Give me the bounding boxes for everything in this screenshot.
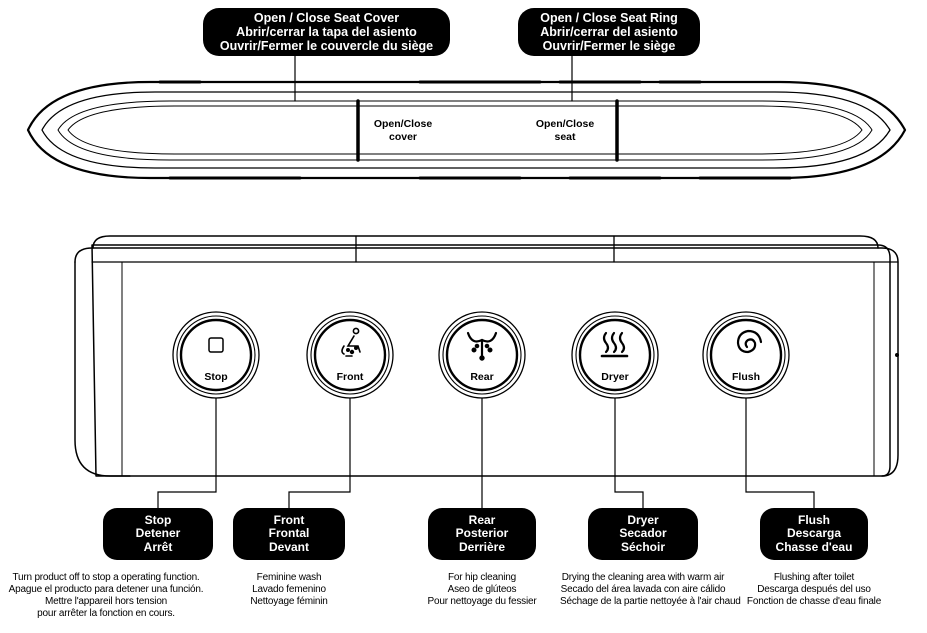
rear-wash-icon [466, 331, 498, 361]
desc-line: Mettre l'appareil hors tension [44, 596, 168, 607]
desc-line: For hip cleaning [448, 572, 516, 583]
title-line: Front [273, 512, 305, 527]
title-line: Detener [135, 526, 181, 541]
rear-button-ring[interactable] [445, 318, 519, 392]
desc-line: Secado del área lavada con aire cálido [560, 584, 726, 595]
title-line: Flush [798, 512, 830, 527]
title-line: Devant [268, 539, 309, 554]
stop-button-ring[interactable] [179, 318, 253, 392]
title-line: Descarga [786, 526, 842, 541]
dryer-button[interactable]: Dryer [601, 371, 629, 383]
callout-seat-ring: Open / Close Seat Ring Abrir/cerrar del … [518, 8, 700, 56]
title-line: Dryer [627, 512, 659, 527]
flush-description: Flushing after toilet Descarga después d… [739, 572, 889, 608]
front-button[interactable]: Front [336, 371, 364, 383]
dryer-title-pill: Dryer Secador Séchoir [588, 508, 698, 560]
flush-title-pill: Flush Descarga Chasse d'eau [760, 508, 868, 560]
cover-label-line: cover [388, 130, 418, 143]
desc-line: Feminine wash [256, 572, 322, 583]
front-wash-icon [341, 327, 361, 357]
desc-line: Séchage de la partie nettoyée à l'air ch… [560, 596, 741, 607]
desc-line: pour arrêter la fonction en cours. [37, 608, 175, 619]
dryer-button-ring[interactable] [578, 318, 652, 392]
desc-line: Lavado femenino [252, 584, 326, 595]
dryer-button-ring [575, 315, 655, 395]
stop-title-pill: Stop Detener Arrêt [103, 508, 213, 560]
flush-button[interactable]: Flush [732, 371, 760, 383]
stop-button[interactable]: Stop [204, 371, 228, 383]
desc-line: Apague el producto para detener una func… [8, 584, 204, 595]
front-description: Feminine wash Lavado femenino Nettoyage … [229, 572, 349, 608]
front-button-ring [306, 311, 394, 399]
callout-seat-ring-line: Open / Close Seat Ring [540, 11, 678, 25]
rear-button-ring [442, 315, 522, 395]
flush-button-ring [706, 315, 786, 395]
dryer-heat-icon [600, 331, 629, 358]
front-button-ring[interactable] [313, 318, 387, 392]
rear-description: For hip cleaning Aseo de glúteos Pour ne… [417, 572, 547, 608]
callout-seat-cover-line: Open / Close Seat Cover [253, 11, 400, 25]
flush-button-ring [702, 311, 790, 399]
front-title-pill: Front Frontal Devant [233, 508, 345, 560]
title-line: Secador [619, 526, 667, 541]
desc-line: Turn product off to stop a operating fun… [12, 572, 200, 583]
title-line: Stop [144, 512, 172, 527]
rear-button[interactable]: Rear [470, 371, 494, 383]
title-line: Arrêt [143, 539, 173, 554]
stop-button-ring [176, 315, 256, 395]
callout-seat-ring-line: Abrir/cerrar del asiento [540, 25, 678, 39]
title-line: Séchoir [620, 539, 665, 554]
rear-title-pill: Rear Posterior Derrière [428, 508, 536, 560]
front-button-ring [310, 315, 390, 395]
title-line: Posterior [455, 526, 509, 541]
dryer-description: Drying the cleaning area with warm air S… [560, 572, 741, 608]
stop-button-ring [172, 311, 260, 399]
title-line: Rear [468, 512, 496, 527]
seat-label-line: seat [554, 130, 576, 143]
bottom-panel-body [91, 244, 891, 477]
title-line: Chasse d'eau [775, 539, 853, 554]
flush-button-ring[interactable] [709, 318, 783, 392]
callout-seat-cover-line: Ouvrir/Fermer le couvercle du siège [219, 39, 434, 53]
desc-line: Nettoyage féminin [250, 596, 328, 607]
desc-line: Aseo de glúteos [447, 584, 517, 595]
stop-description: Turn product off to stop a operating fun… [0, 572, 212, 620]
title-line: Derrière [458, 539, 506, 554]
desc-line: Flushing after toilet [773, 572, 855, 583]
callout-seat-cover: Open / Close Seat Cover Abrir/cerrar la … [203, 8, 450, 56]
open-close-cover-button[interactable]: Open/Close cover [368, 118, 438, 143]
top-panel-shell [26, 80, 907, 180]
seat-label-line: Open/Close [535, 118, 595, 130]
open-close-seat-button[interactable]: Open/Close seat [530, 118, 600, 143]
desc-line: Descarga después del uso [757, 584, 871, 595]
desc-line: Fonction de chasse d'eau finale [746, 596, 882, 607]
callout-seat-ring-line: Ouvrir/Fermer le siège [542, 39, 676, 53]
desc-line: Pour nettoyage du fessier [427, 596, 537, 607]
square-icon [208, 337, 224, 353]
callout-seat-cover-line: Abrir/cerrar la tapa del asiento [236, 25, 417, 39]
desc-line: Drying the cleaning area with warm air [561, 572, 725, 583]
cover-label-line: Open/Close [373, 118, 433, 130]
title-line: Frontal [268, 526, 310, 541]
flush-swirl-icon [736, 329, 763, 354]
